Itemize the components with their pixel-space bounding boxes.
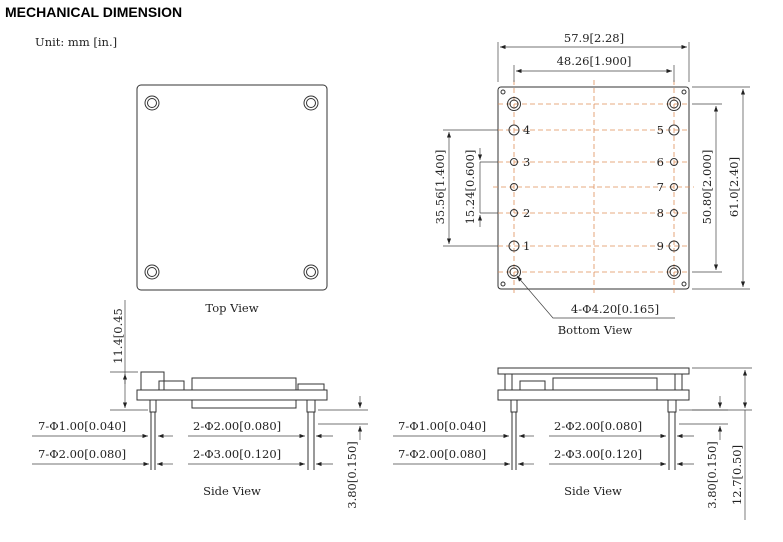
dim-pin-small-shoulder: 7-Φ2.00[0.080] (38, 447, 126, 461)
bottom-view: 4 3 2 1 5 6 7 8 9 57.9[2.28] 48.26[1.90 (433, 31, 750, 337)
pin-label: 6 (657, 155, 664, 169)
pin-label: 1 (523, 239, 530, 253)
dim-pin-large-dia: 2-Φ2.00[0.080] (554, 419, 642, 433)
pin-label: 9 (657, 239, 664, 253)
dim-overall-height: 61.0[2.40] (727, 157, 741, 217)
dim-pin-small-dia: 7-Φ1.00[0.040] (398, 419, 486, 433)
dim-pin-small-dia: 7-Φ1.00[0.040] (38, 419, 126, 433)
pin-label: 5 (657, 123, 664, 137)
dim-pin-large-dia: 2-Φ2.00[0.080] (193, 419, 281, 433)
dim-overall-width: 57.9[2.28] (564, 31, 624, 45)
section-title: MECHANICAL DIMENSION (5, 4, 182, 20)
dim-height: 11.4[0.45 (111, 308, 125, 364)
dim-pin-length: 3.80[0.150] (705, 441, 719, 509)
pin-label: 8 (657, 206, 664, 220)
pin-label: 3 (523, 155, 530, 169)
dim-pin-large-shoulder: 2-Φ3.00[0.120] (193, 447, 281, 461)
dim-pin-length: 3.80[0.150] (345, 441, 359, 509)
pin-label: 2 (523, 206, 530, 220)
dim-mount-holes: 4-Φ4.20[0.165] (571, 302, 659, 316)
side-view-right: 7-Φ1.00[0.040] 7-Φ2.00[0.080] 2-Φ2.00[0.… (393, 367, 752, 520)
top-view-label: Top View (205, 301, 258, 315)
dim-pin-large-shoulder: 2-Φ3.00[0.120] (554, 447, 642, 461)
dim-pin-height: 50.80[2.000] (700, 150, 714, 225)
dim-pin-span-inner: 15.24[0.600] (463, 150, 477, 225)
side-view-label: Side View (203, 484, 261, 498)
dim-pin-small-shoulder: 7-Φ2.00[0.080] (398, 447, 486, 461)
dim-total-height: 12.7[0.50] (730, 445, 744, 505)
side-view-left: 11.4[0.45 7-Φ1.00[0.040] 7-Φ2.00[0.080] … (32, 300, 368, 509)
pin-label: 4 (523, 123, 530, 137)
dim-pin-span-outer: 35.56[1.400] (433, 150, 447, 225)
unit-label: Unit: mm [in.] (35, 35, 117, 49)
dim-pin-width: 48.26[1.900] (557, 54, 632, 68)
top-view: Top View (136, 84, 328, 315)
side-view-label: Side View (564, 484, 622, 498)
bottom-view-label: Bottom View (558, 323, 633, 337)
pin-label: 7 (657, 180, 664, 194)
